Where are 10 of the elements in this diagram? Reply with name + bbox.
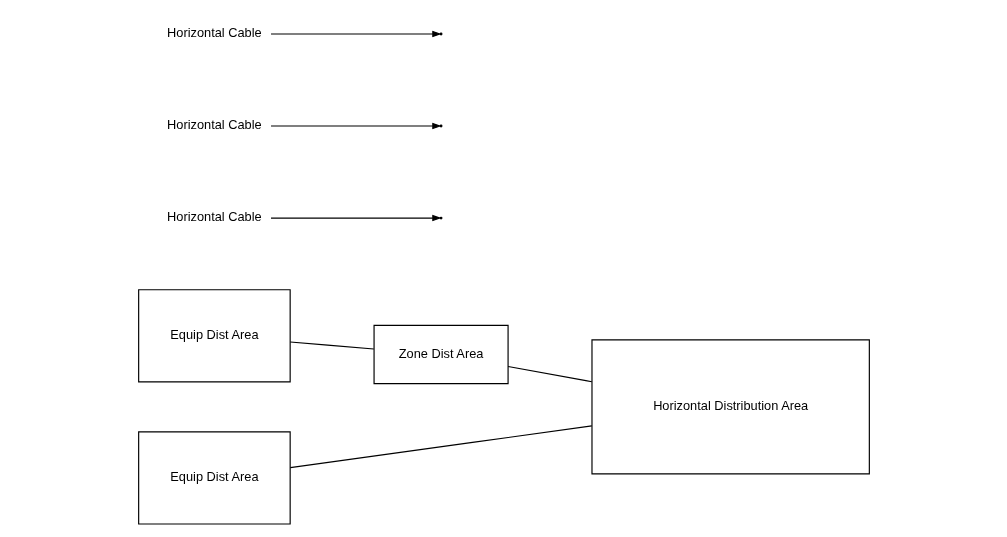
node-box: Zone Dist Area bbox=[372, 324, 509, 385]
node-text: Horizontal Cable bbox=[166, 209, 262, 225]
connector bbox=[289, 341, 374, 350]
connector bbox=[289, 425, 592, 469]
node-text: Horizontal Cable bbox=[166, 117, 262, 133]
node-box: Equip Dist Area bbox=[137, 289, 291, 383]
node-box: Horizontal Distribution Area bbox=[590, 339, 870, 475]
connector bbox=[507, 365, 592, 383]
node-box: Equip Dist Area bbox=[137, 431, 291, 525]
node-text: Horizontal Cable bbox=[166, 25, 262, 41]
